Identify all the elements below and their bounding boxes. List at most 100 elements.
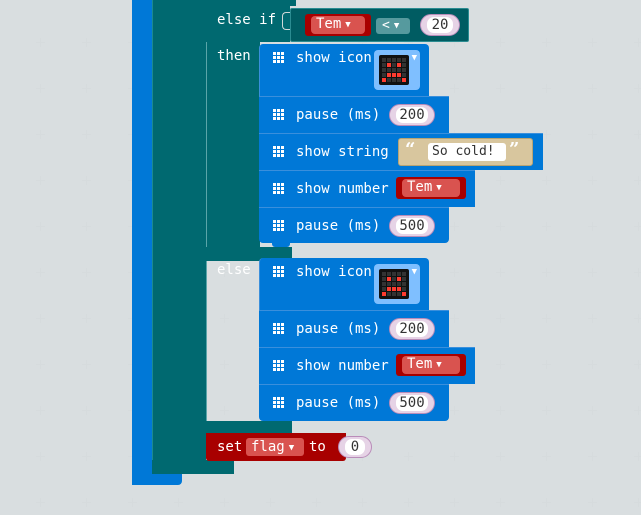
number-variable-dropdown[interactable]: Tem▼ xyxy=(396,177,466,199)
chevron-down-icon: ▼ xyxy=(411,267,417,277)
show-number-label: show number xyxy=(296,358,389,374)
else-label: else xyxy=(217,262,251,278)
grid-plus-mark xyxy=(450,314,459,323)
grid-icon xyxy=(273,266,285,278)
grid-plus-mark xyxy=(634,84,641,93)
grid-plus-mark xyxy=(266,498,275,507)
led-pixel xyxy=(382,277,386,281)
led-pixel xyxy=(382,78,386,82)
string-value-field[interactable]: So cold! xyxy=(428,143,506,161)
grid-plus-mark xyxy=(634,406,641,415)
grid-plus-mark xyxy=(404,452,413,461)
show-icon-label: show icon xyxy=(296,264,372,280)
led-pixel xyxy=(402,282,406,286)
grid-plus-mark xyxy=(128,498,137,507)
grid-plus-mark xyxy=(82,38,91,47)
grid-plus-mark xyxy=(588,176,597,185)
condition-variable-dropdown[interactable]: Tem▼ xyxy=(305,14,371,36)
chevron-down-icon: ▼ xyxy=(393,21,400,31)
led-pixel xyxy=(392,277,396,281)
show-number-label: show number xyxy=(296,181,389,197)
grid-plus-mark xyxy=(82,130,91,139)
grid-plus-mark xyxy=(634,498,641,507)
led-pixel xyxy=(402,73,406,77)
grid-plus-mark xyxy=(542,176,551,185)
set-value-field[interactable]: 0 xyxy=(338,436,372,458)
grid-plus-mark xyxy=(82,84,91,93)
grid-plus-mark xyxy=(634,360,641,369)
led-pixel xyxy=(387,287,391,291)
grid-plus-mark xyxy=(36,268,45,277)
led-pixel xyxy=(397,287,401,291)
grid-plus-mark xyxy=(542,268,551,277)
led-pixel xyxy=(382,287,386,291)
grid-plus-mark xyxy=(82,406,91,415)
led-pixel xyxy=(397,63,401,67)
pause-label: pause (ms) xyxy=(296,395,381,411)
grid-plus-mark xyxy=(588,314,597,323)
grid-plus-mark xyxy=(496,84,505,93)
led-pixel xyxy=(387,63,391,67)
pause-value-field[interactable]: 200 xyxy=(389,318,435,340)
sad-face-icon[interactable]: ▼ xyxy=(374,50,420,90)
grid-plus-mark xyxy=(496,222,505,231)
grid-plus-mark xyxy=(404,38,413,47)
pause-label: pause (ms) xyxy=(296,107,381,123)
grid-plus-mark xyxy=(450,84,459,93)
pause-label: pause (ms) xyxy=(296,321,381,337)
led-pixel xyxy=(402,78,406,82)
show-icon-label: show icon xyxy=(296,50,372,66)
led-pixel xyxy=(402,58,406,62)
grid-plus-mark xyxy=(542,498,551,507)
led-pixel xyxy=(397,292,401,296)
outer-loop-block[interactable] xyxy=(132,0,155,485)
grid-plus-mark xyxy=(358,498,367,507)
compare-value-field[interactable]: 20 xyxy=(420,14,460,36)
grid-plus-mark xyxy=(542,38,551,47)
number-variable-dropdown[interactable]: Tem▼ xyxy=(396,354,466,376)
led-pixel xyxy=(382,73,386,77)
pause-value-field[interactable]: 500 xyxy=(389,215,435,237)
grid-plus-mark xyxy=(634,130,641,139)
grid-icon xyxy=(273,323,285,335)
led-pixel xyxy=(402,63,406,67)
pause-value-field[interactable]: 500 xyxy=(389,392,435,414)
led-pixel xyxy=(382,272,386,276)
grid-plus-mark xyxy=(36,406,45,415)
grid-plus-mark xyxy=(36,130,45,139)
led-pixel xyxy=(397,272,401,276)
grid-plus-mark xyxy=(450,498,459,507)
grid-plus-mark xyxy=(82,222,91,231)
grid-plus-mark xyxy=(588,130,597,139)
led-pixel xyxy=(387,292,391,296)
grid-plus-mark xyxy=(542,406,551,415)
grid-plus-mark xyxy=(496,360,505,369)
led-pixel xyxy=(392,272,396,276)
led-pixel xyxy=(402,277,406,281)
grid-plus-mark xyxy=(220,314,229,323)
led-pixel xyxy=(387,78,391,82)
chevron-down-icon: ▼ xyxy=(288,443,295,453)
operator-dropdown[interactable]: <▼ xyxy=(376,18,410,34)
else-row xyxy=(206,247,292,261)
led-pixel xyxy=(382,292,386,296)
open-quote-icon: “ xyxy=(405,139,416,160)
grid-plus-mark xyxy=(450,268,459,277)
grid-icon xyxy=(273,146,285,158)
grid-plus-mark xyxy=(36,38,45,47)
chevron-down-icon: ▼ xyxy=(411,53,417,63)
else-if-row xyxy=(206,6,290,42)
if-block-frame[interactable] xyxy=(152,0,206,474)
grid-plus-mark xyxy=(634,38,641,47)
set-variable-dropdown[interactable]: flag▼ xyxy=(246,438,304,456)
sad-face-icon[interactable]: ▼ xyxy=(374,264,420,304)
led-pixel xyxy=(397,68,401,72)
pause-value-field[interactable]: 200 xyxy=(389,104,435,126)
grid-plus-mark xyxy=(220,498,229,507)
grid-plus-mark xyxy=(450,406,459,415)
led-pixel xyxy=(387,58,391,62)
condition-socket xyxy=(282,12,290,30)
grid-plus-mark xyxy=(266,38,275,47)
grid-plus-mark xyxy=(542,314,551,323)
grid-plus-mark xyxy=(450,222,459,231)
